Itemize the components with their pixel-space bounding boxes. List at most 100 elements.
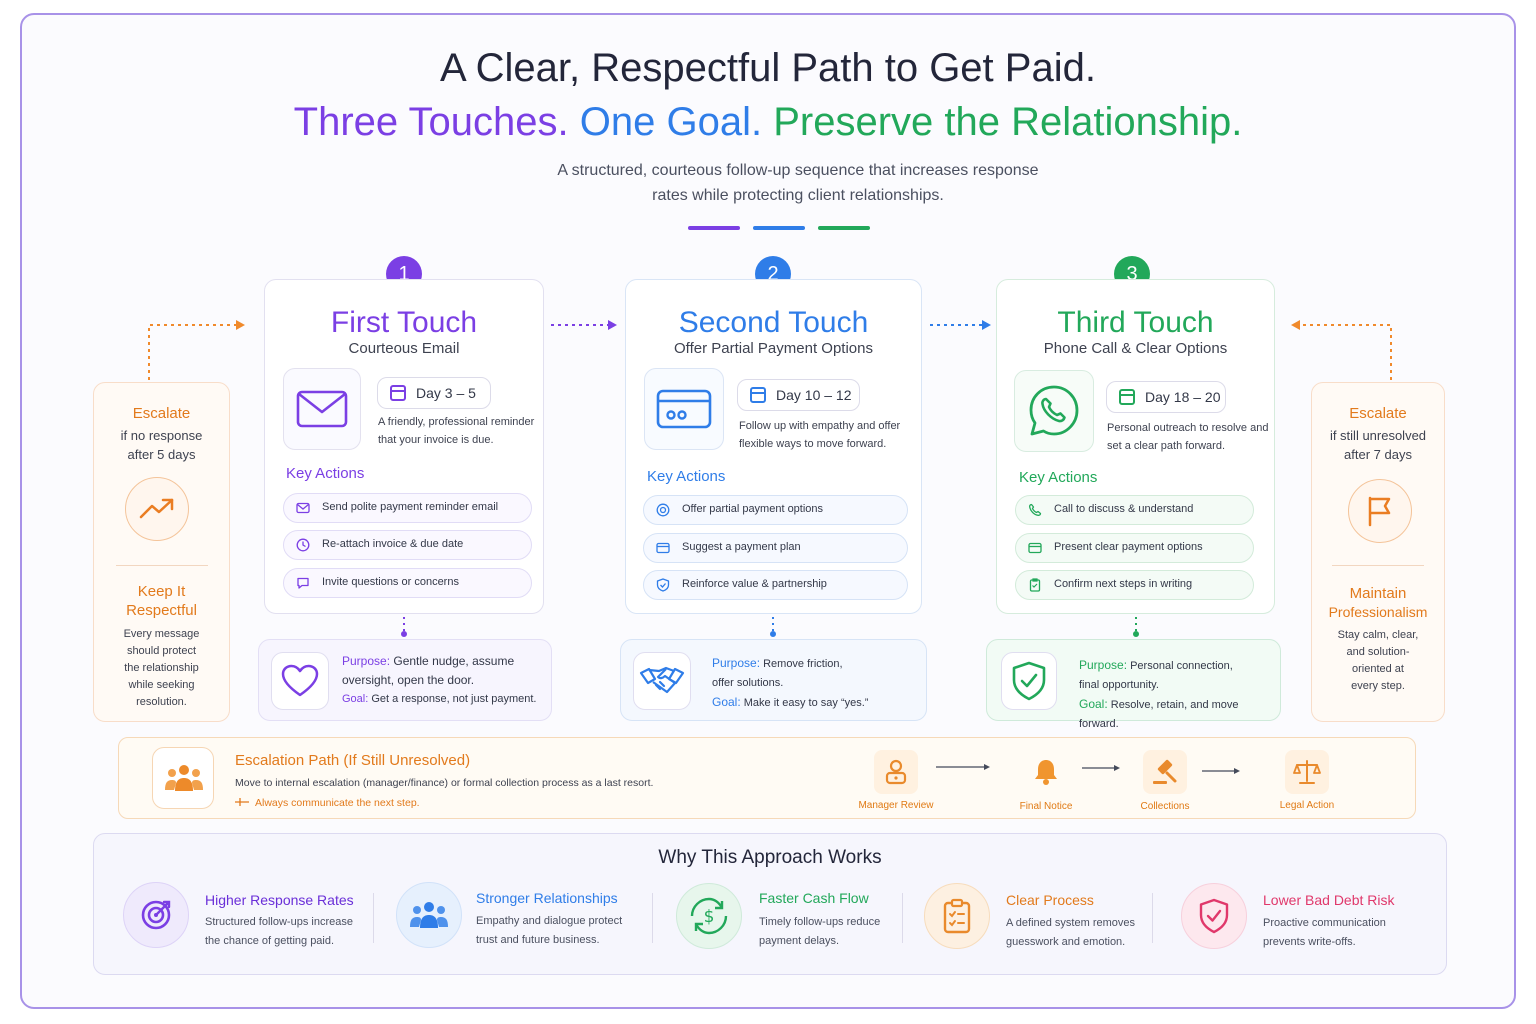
card-icon: [656, 542, 670, 554]
trending-up-icon: [125, 477, 189, 541]
touch-2-purpose-label: Purpose:: [712, 656, 761, 670]
touch-1-action-3: Invite questions or concerns: [283, 568, 532, 598]
clipboard-icon: [924, 883, 990, 949]
accent-bar-green: [818, 226, 870, 230]
touch-1-action-2-label: Re-attach invoice & due date: [322, 538, 464, 550]
touch-2-title: Second Touch: [678, 306, 869, 339]
left-escalate-text-2: after 5 days: [127, 447, 196, 462]
touch-2-action-1: Offer partial payment options: [643, 495, 908, 525]
subtitle-line-2: rates while protecting client relationsh…: [652, 187, 944, 204]
right-sub-line-3: oriented at: [1352, 663, 1404, 675]
touch-1-action-2: Re-attach invoice & due date: [283, 530, 532, 560]
card-icon: [1028, 542, 1042, 554]
team-icon: [396, 882, 462, 948]
why-item-5-line-2: prevents write-offs.: [1263, 936, 1356, 948]
heart-icon: [271, 652, 329, 710]
touch-3-action-3-label: Confirm next steps in writing: [1054, 578, 1193, 590]
touch-2-action-3: Reinforce value & partnership: [643, 570, 908, 600]
touch-1-purpose-line-1: Gentle nudge, assume: [393, 654, 515, 668]
touch-3-day-text: Day 18 – 20: [1145, 389, 1221, 405]
arrow-right-icon: [235, 797, 251, 807]
touch-1-desc: A friendly, professional reminder that y…: [378, 413, 534, 449]
touch-2-action-3-label: Reinforce value & partnership: [682, 578, 827, 590]
why-separator: [902, 893, 903, 943]
clipboard-icon: [1029, 578, 1041, 592]
subtitle-line-1: A structured, courteous follow-up sequen…: [557, 162, 1039, 179]
touch-2-goal-text: Make it easy to say “yes.”: [743, 697, 869, 709]
right-divider: [1332, 565, 1424, 566]
why-item-1-title: Higher Response Rates: [205, 892, 354, 908]
touch-3-purpose-line-1: Personal connection,: [1130, 660, 1233, 672]
touch-3-title: Third Touch: [1057, 306, 1214, 339]
touch-1-day: Day 3 – 5: [377, 377, 491, 409]
tagline-part-2: One Goal.: [579, 100, 763, 144]
svg-text:$: $: [704, 907, 715, 927]
manager-icon: [874, 750, 918, 794]
touch-2-action-2: Suggest a payment plan: [643, 533, 908, 563]
escalation-step-3-label: Collections: [1140, 801, 1190, 812]
touch-card-3: Third Touch Phone Call & Clear Options D…: [996, 279, 1275, 614]
touch-3-purpose-text: Purpose: Personal connection, final oppo…: [1079, 656, 1280, 734]
target-icon: [656, 503, 670, 517]
left-divider: [116, 565, 208, 566]
touch-2-goal-label: Goal:: [712, 695, 741, 709]
right-escalate-heading: Escalate: [1349, 405, 1407, 422]
touch-1-purpose-line-2: oversight, open the door.: [342, 673, 475, 687]
accent-bar-purple: [688, 226, 740, 230]
escalation-step-1-label: Manager Review: [858, 800, 934, 811]
touch-2-key-actions-label: Key Actions: [647, 468, 726, 485]
touch-2-purpose-line-1: Remove friction,: [763, 658, 843, 670]
right-sub-line-2: and solution-: [1346, 646, 1410, 658]
phone-icon: [1029, 503, 1042, 516]
why-item-2-line-2: trust and future business.: [476, 934, 600, 946]
calendar-icon: [1119, 389, 1135, 405]
mail-icon: [296, 502, 310, 514]
escalation-panel: Escalation Path (If Still Unresolved) Mo…: [118, 737, 1416, 819]
dollar-cycle-icon: $: [676, 883, 742, 949]
right-escalate-panel: Escalate if still unresolved after 7 day…: [1311, 382, 1445, 722]
bell-icon: [1024, 750, 1068, 794]
touch-2-subtitle: Offer Partial Payment Options: [674, 340, 873, 357]
touch-2-purpose-box: Purpose: Remove friction, offer solution…: [620, 639, 927, 721]
why-item-1-line-1: Structured follow-ups increase: [205, 916, 353, 928]
touch-1-purpose-box: Purpose: Gentle nudge, assume oversight,…: [258, 639, 552, 721]
touch-3-action-1: Call to discuss & understand: [1015, 495, 1254, 525]
touch-1-desc-line-1: A friendly, professional reminder: [378, 416, 535, 428]
tagline-part-1: Three Touches.: [293, 100, 569, 144]
scales-icon: [1285, 750, 1329, 794]
touch-3-goal-text: Resolve, retain, and move forward.: [1079, 699, 1239, 730]
left-sub-line-2: should protect: [126, 645, 197, 657]
right-sub-line-1: Stay calm, clear,: [1337, 629, 1419, 641]
phone-icon: [1014, 370, 1094, 452]
touch-2-desc-line-2: flexible ways to move forward.: [739, 438, 887, 450]
credit-card-icon: [644, 368, 724, 450]
left-escalate-heading: Escalate: [132, 405, 191, 422]
clock-icon: [296, 538, 310, 552]
touch-3-desc: Personal outreach to resolve and set a c…: [1107, 419, 1268, 455]
touch-1-subtitle: Courteous Email: [348, 340, 460, 357]
touch-1-key-actions-label: Key Actions: [286, 465, 365, 482]
page-title: A Clear, Respectful Path to Get Paid.: [440, 46, 1096, 90]
why-separator: [1152, 893, 1153, 943]
why-separator: [652, 893, 653, 943]
left-sub-line-5: resolution.: [136, 696, 187, 708]
why-item-3-line-2: payment delays.: [759, 935, 840, 947]
touch-1-purpose-label: Purpose:: [342, 654, 391, 668]
right-sub-line-4: every step.: [1351, 680, 1405, 692]
touch-2-desc: Follow up with empathy and offer flexibl…: [739, 417, 900, 453]
touch-3-subtitle: Phone Call & Clear Options: [1043, 340, 1228, 357]
escalation-arrows: [936, 764, 1240, 774]
touch-3-purpose-box: Purpose: Personal connection, final oppo…: [986, 639, 1281, 730]
touch-1-title: First Touch: [330, 306, 478, 339]
shield-icon: [656, 578, 670, 592]
escalation-title: Escalation Path (If Still Unresolved): [235, 752, 471, 769]
touch-1-action-1: Send polite payment reminder email: [283, 493, 532, 523]
touch-1-desc-line-2: that your invoice is due.: [378, 434, 494, 446]
touch-3-action-3: Confirm next steps in writing: [1015, 570, 1254, 600]
tagline-part-3: Preserve the Relationship.: [773, 100, 1243, 144]
shield-check-icon: [1181, 883, 1247, 949]
